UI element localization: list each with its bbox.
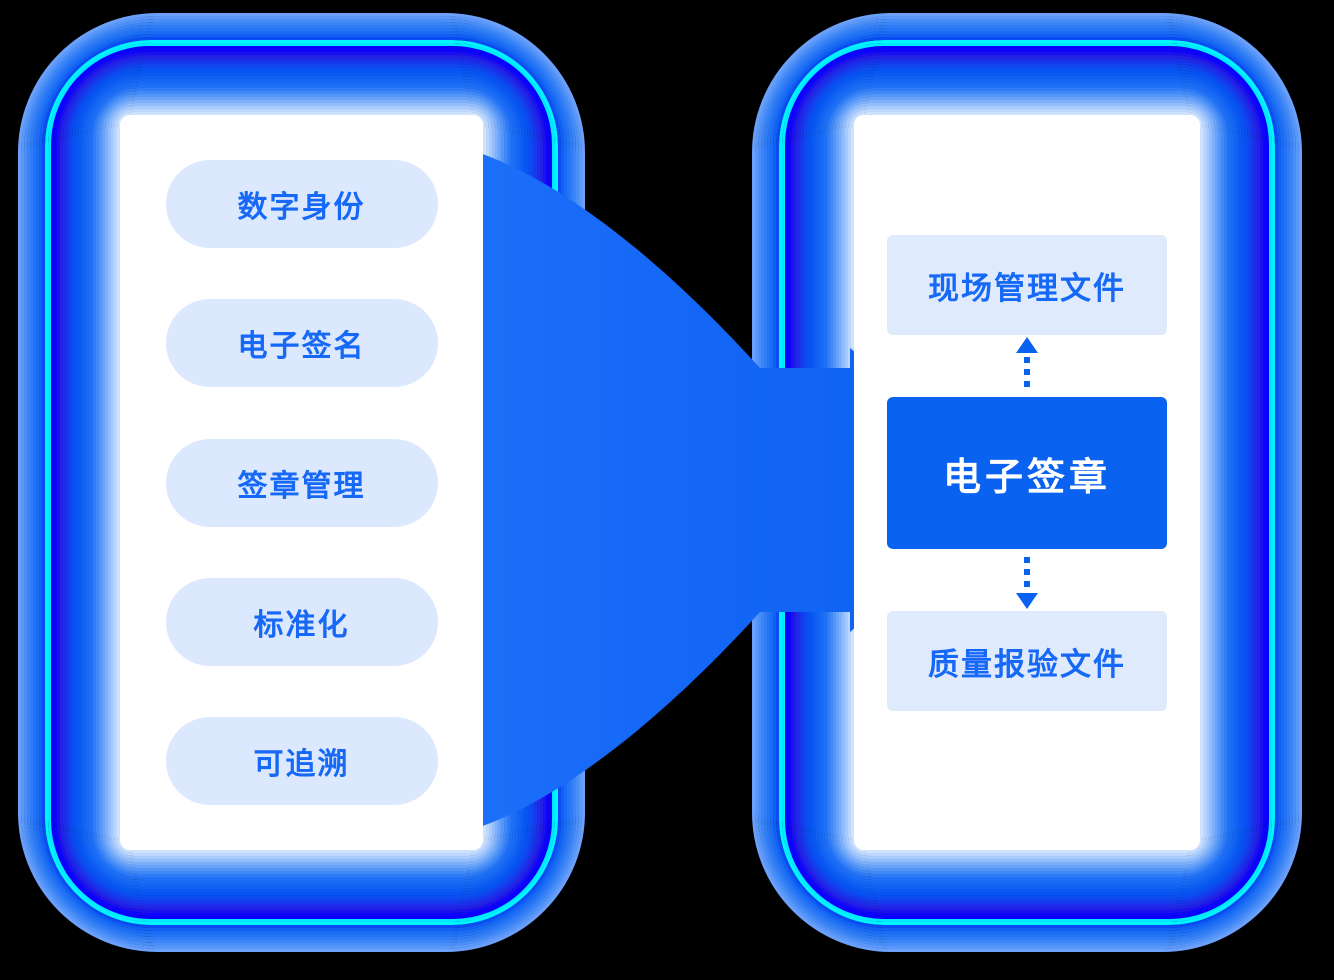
- flow-step-label: 质量报验文件: [928, 646, 1126, 682]
- flow-step-label: 现场管理文件: [928, 270, 1126, 306]
- capability-pill-2[interactable]: 签章管理: [165, 438, 438, 527]
- arrow-up-dotted-icon: [1016, 337, 1038, 387]
- capability-pill-list: 数字身份 电子签名 签章管理 标准化 可追溯: [165, 160, 438, 805]
- capability-pill-label: 签章管理: [237, 469, 366, 503]
- capability-pill-4[interactable]: 可追溯: [165, 717, 438, 805]
- capability-pill-label: 电子签名: [237, 330, 366, 364]
- capability-pill-3[interactable]: 标准化: [165, 577, 438, 666]
- left-panel-card: 数字身份 电子签名 签章管理 标准化 可追溯: [120, 115, 483, 850]
- document-flow-list: 现场管理文件 电子签章: [854, 235, 1200, 711]
- capability-pill-0[interactable]: 数字身份: [165, 160, 438, 248]
- connector-up: [1015, 335, 1039, 397]
- flow-step-source[interactable]: 现场管理文件: [887, 235, 1167, 335]
- capability-pill-label: 数字身份: [237, 191, 366, 224]
- capability-pill-label: 可追溯: [253, 748, 350, 781]
- flow-step-label: 电子签章: [942, 456, 1111, 499]
- capability-pill-label: 标准化: [253, 608, 350, 642]
- right-panel-card: 现场管理文件 电子签章: [854, 115, 1200, 850]
- flow-step-target[interactable]: 质量报验文件: [887, 611, 1167, 711]
- connector-down: [1015, 549, 1039, 611]
- flow-step-primary[interactable]: 电子签章: [887, 397, 1167, 549]
- funnel-arrow-icon: [430, 140, 892, 840]
- capability-pill-1[interactable]: 电子签名: [165, 299, 438, 388]
- arrow-down-dotted-icon: [1016, 557, 1038, 609]
